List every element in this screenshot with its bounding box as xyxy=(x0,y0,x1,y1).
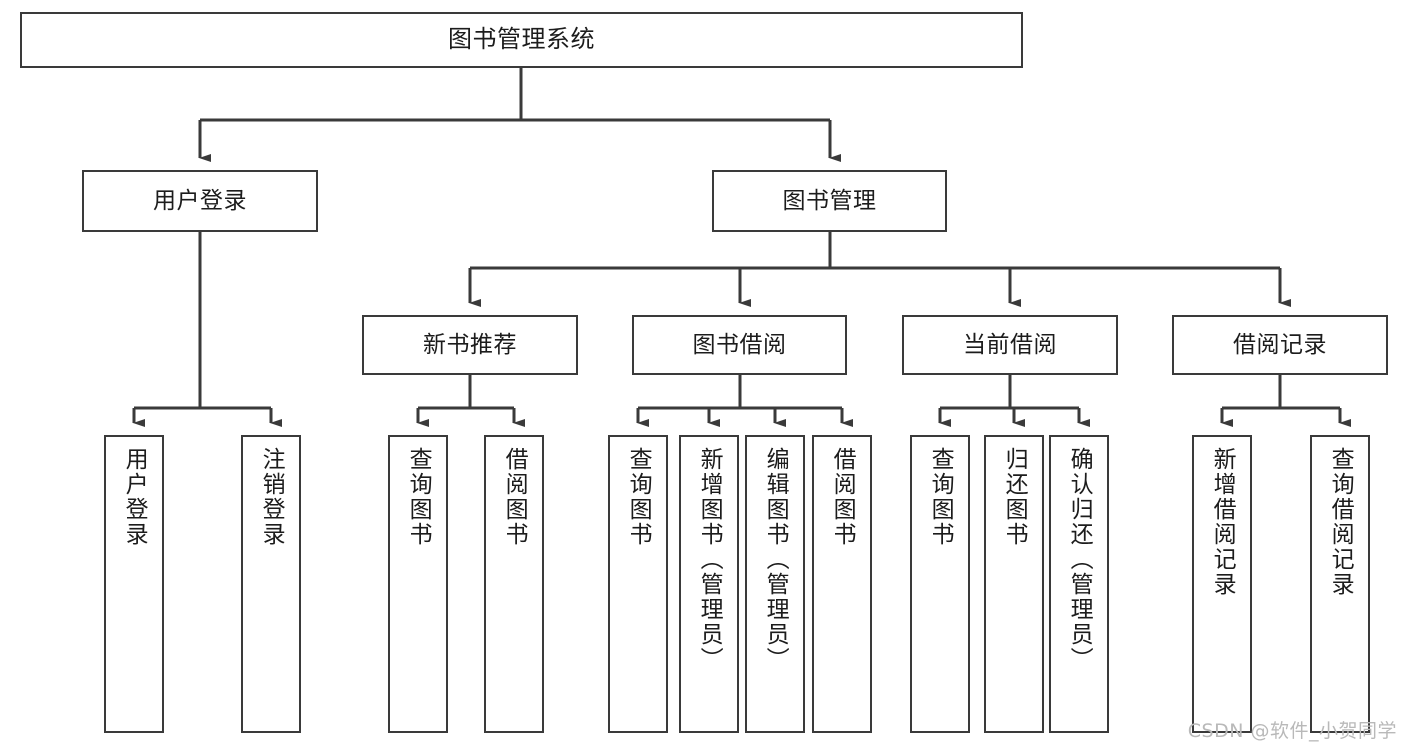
node-leaf-query-book-cur[interactable]: 查询图书 xyxy=(910,435,970,733)
node-leaf-user-login[interactable]: 用户登录 xyxy=(104,435,164,733)
node-book-manage[interactable]: 图书管理 xyxy=(712,170,947,232)
node-leaf-confirm-return[interactable]: 确认归还（管理员） xyxy=(1049,435,1109,733)
node-current-borrow[interactable]: 当前借阅 xyxy=(902,315,1118,375)
node-leaf-return-book[interactable]: 归还图书 xyxy=(984,435,1044,733)
node-leaf-logout-label: 注销登录 xyxy=(258,447,285,547)
node-leaf-add-record-label: 新增借阅记录 xyxy=(1209,447,1236,597)
node-leaf-query-book-rec[interactable]: 查询图书 xyxy=(388,435,448,733)
node-leaf-borrow-book-rec[interactable]: 借阅图书 xyxy=(484,435,544,733)
node-new-book-rec[interactable]: 新书推荐 xyxy=(362,315,578,375)
node-borrow-record-label: 借阅记录 xyxy=(1233,331,1327,358)
node-leaf-query-record[interactable]: 查询借阅记录 xyxy=(1310,435,1370,733)
node-leaf-confirm-return-label: 确认归还（管理员） xyxy=(1066,447,1093,672)
node-leaf-edit-book[interactable]: 编辑图书（管理员） xyxy=(745,435,805,733)
node-leaf-query-book-cur-label: 查询图书 xyxy=(927,447,954,547)
node-leaf-return-book-label: 归还图书 xyxy=(1001,447,1028,547)
node-leaf-add-book-label: 新增图书（管理员） xyxy=(696,447,723,672)
node-new-book-rec-label: 新书推荐 xyxy=(423,331,517,358)
node-leaf-edit-book-label: 编辑图书（管理员） xyxy=(762,447,789,672)
node-leaf-query-book-label: 查询图书 xyxy=(625,447,652,547)
node-borrow-record[interactable]: 借阅记录 xyxy=(1172,315,1388,375)
node-leaf-borrow-book[interactable]: 借阅图书 xyxy=(812,435,872,733)
watermark: CSDN @软件_小贺同学 xyxy=(1187,720,1397,742)
node-leaf-user-login-label: 用户登录 xyxy=(121,447,148,547)
node-leaf-logout[interactable]: 注销登录 xyxy=(241,435,301,733)
node-book-borrow[interactable]: 图书借阅 xyxy=(632,315,847,375)
node-leaf-query-book-rec-label: 查询图书 xyxy=(405,447,432,547)
node-root[interactable]: 图书管理系统 xyxy=(20,12,1023,68)
node-root-label: 图书管理系统 xyxy=(448,25,595,54)
node-book-borrow-label: 图书借阅 xyxy=(692,331,787,358)
node-user-login[interactable]: 用户登录 xyxy=(82,170,318,232)
node-leaf-borrow-book-label: 借阅图书 xyxy=(829,447,856,547)
node-user-login-label: 用户登录 xyxy=(153,187,247,214)
node-book-manage-label: 图书管理 xyxy=(782,187,877,214)
node-leaf-add-record[interactable]: 新增借阅记录 xyxy=(1192,435,1252,733)
node-leaf-add-book[interactable]: 新增图书（管理员） xyxy=(679,435,739,733)
node-leaf-borrow-book-rec-label: 借阅图书 xyxy=(501,447,528,547)
node-leaf-query-book[interactable]: 查询图书 xyxy=(608,435,668,733)
node-current-borrow-label: 当前借阅 xyxy=(963,331,1057,358)
node-leaf-query-record-label: 查询借阅记录 xyxy=(1327,447,1354,597)
